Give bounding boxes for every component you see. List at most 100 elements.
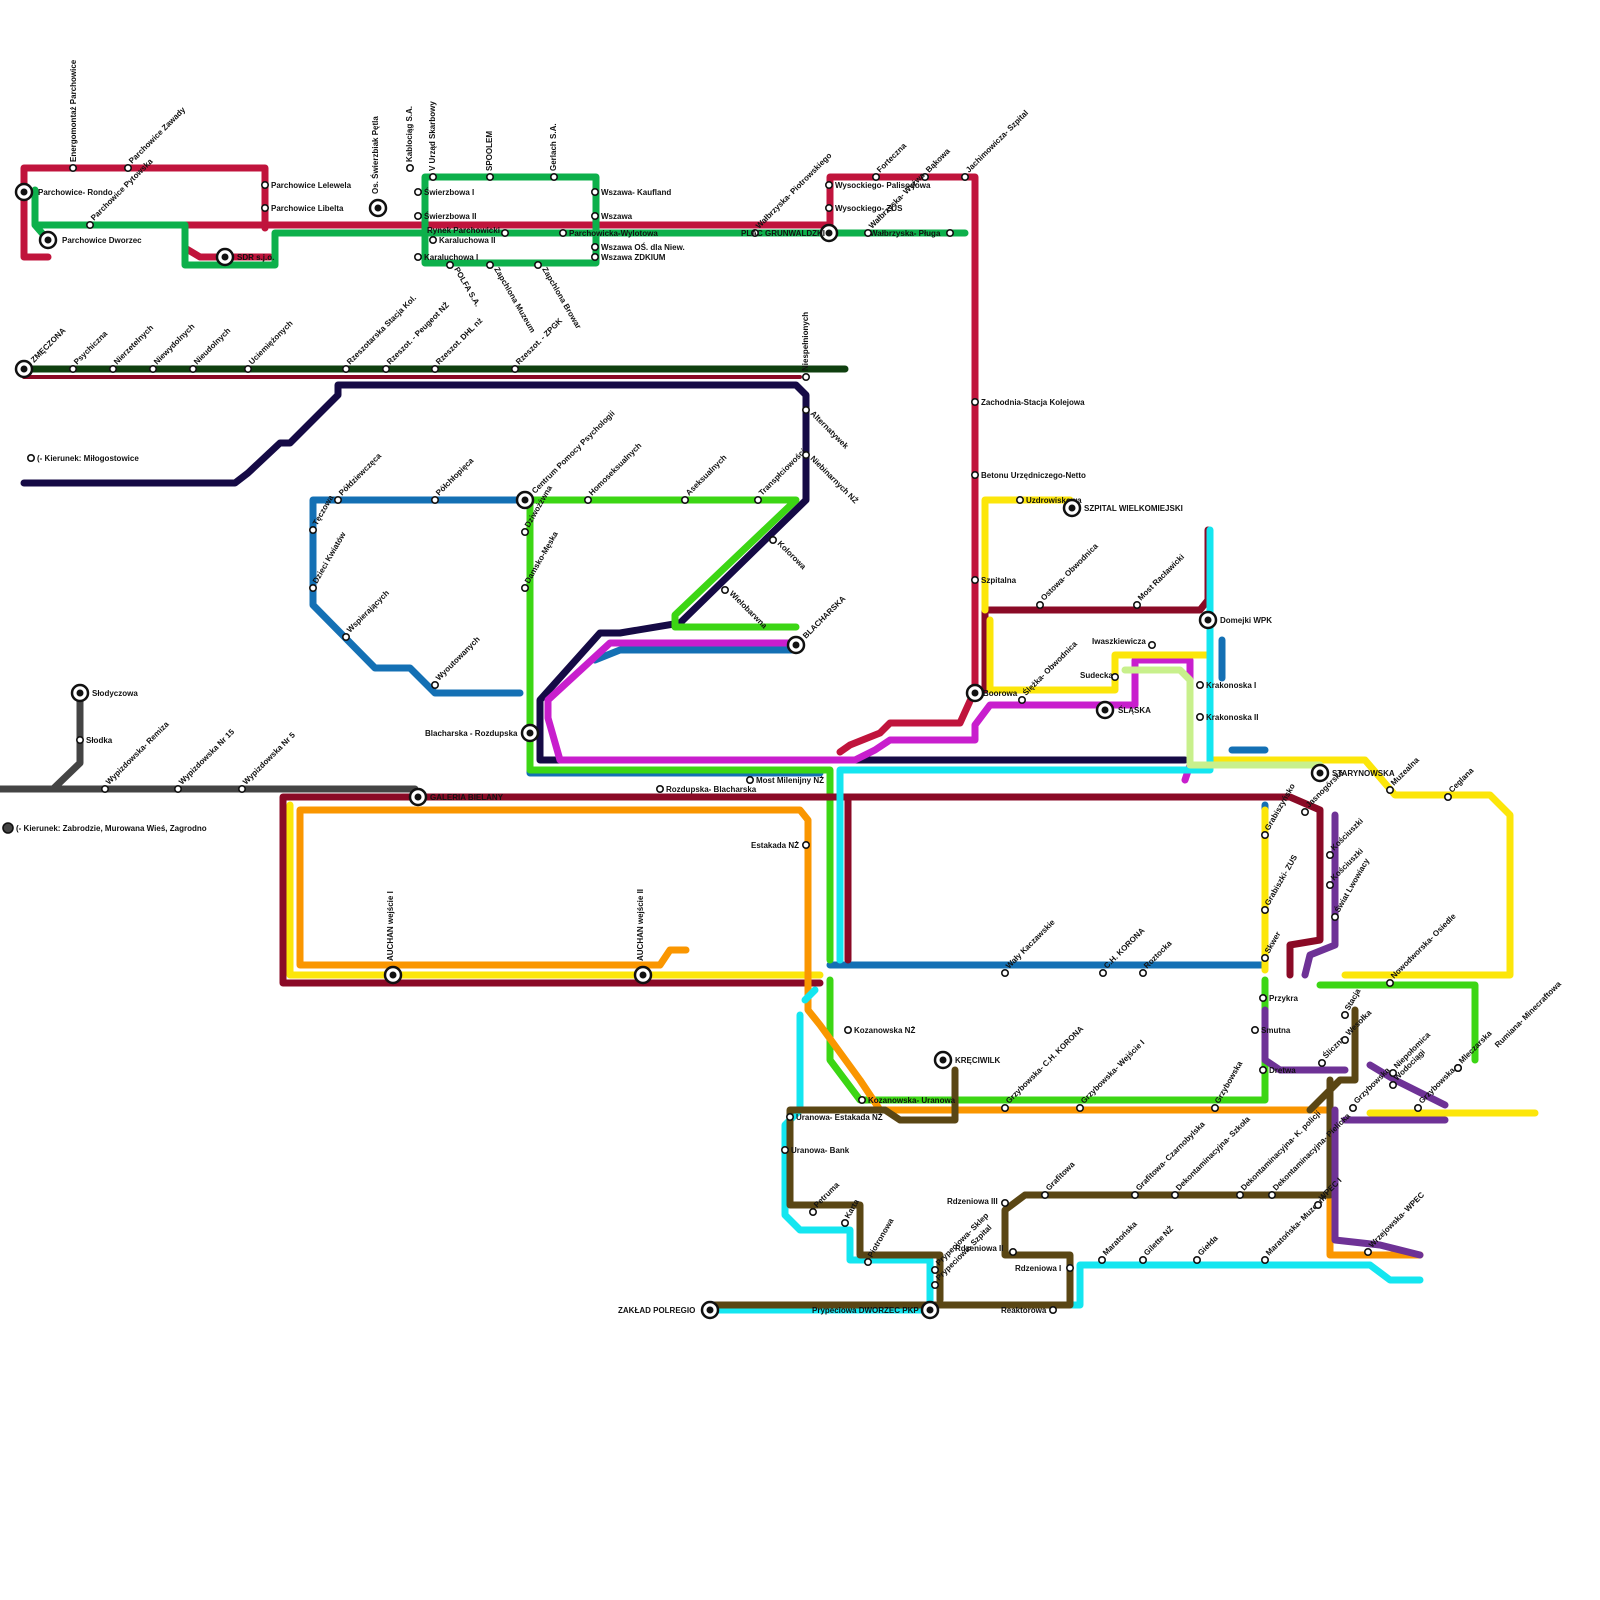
station-label: Wszawa OŚ. dla Niew. (601, 243, 685, 252)
stop-marker (1259, 993, 1268, 1002)
stop-marker (970, 397, 979, 406)
station-label: Nierzetelnych (112, 323, 155, 366)
stop-marker (1111, 672, 1120, 681)
station-label: Słodyczowa (92, 689, 138, 698)
station-label: BLACHARSKA (801, 594, 847, 640)
hub-marker-inner (221, 253, 229, 261)
stop-marker (1326, 880, 1335, 889)
stop-marker (1131, 1191, 1140, 1200)
station-label: V Urząd Skarbowy (428, 101, 437, 171)
station-label: Wesołka (1344, 1008, 1374, 1038)
station-label: Niespełnionych (801, 312, 810, 371)
stop-marker (970, 470, 979, 479)
stop-marker (1331, 912, 1340, 921)
stop-marker (1041, 1191, 1050, 1200)
stop-marker (590, 253, 599, 262)
stop-marker (801, 840, 810, 849)
stop-marker (413, 188, 422, 197)
station-label: Wysockiego- ZUS (835, 204, 903, 213)
stop-marker (1364, 1248, 1373, 1257)
station-label: Parchowice Zawady (127, 105, 188, 166)
station-label: Niebinarnych NŻ (809, 454, 860, 505)
stop-marker (970, 575, 979, 584)
hub-marker-inner (639, 971, 647, 979)
stop-marker (308, 525, 317, 534)
stop-marker (930, 1281, 939, 1290)
station-label: Gerlach S.A. (549, 123, 558, 171)
stop-marker (1236, 1191, 1245, 1200)
station-label: Wałbrzyska- Piotrowskiego (754, 151, 833, 230)
stop-marker (1148, 640, 1157, 649)
stop-marker (149, 364, 158, 373)
station-label: Wszawa- Kaufland (601, 188, 671, 197)
station-label: Wyoutowanych (434, 635, 482, 683)
line-navy (20, 381, 1189, 764)
station-label: SDR s.j.o. (237, 253, 274, 262)
stop-marker (510, 364, 519, 373)
stop-marker (680, 495, 689, 504)
stop-marker (1261, 953, 1270, 962)
station-label: (- Kierunek: Miłogostowice (37, 454, 139, 463)
stop-marker (413, 212, 422, 221)
stop-marker (430, 364, 439, 373)
station-label: Betonu Urzędniczego-Netto (981, 471, 1086, 480)
hub-marker-inner (521, 496, 529, 504)
stop-marker (1389, 1069, 1398, 1078)
station-label: Rzeszotarska Stacja Kol. (345, 293, 418, 366)
station-label: Parchowicka-Wylotowa (569, 229, 658, 238)
station-label: Karaluchowa II (439, 236, 495, 245)
stop-marker (520, 527, 529, 536)
stop-marker (1251, 1026, 1260, 1035)
station-label: Ceglana (1447, 766, 1476, 795)
stop-marker (801, 372, 810, 381)
line-crimson-top (20, 164, 979, 756)
line-gray (0, 689, 419, 793)
stop-marker (1314, 1201, 1323, 1210)
stop-marker (1386, 785, 1395, 794)
stop-marker (430, 680, 439, 689)
hub-marker-inner (44, 236, 52, 244)
stop-marker (1076, 1104, 1085, 1113)
stop-marker (1036, 600, 1045, 609)
hub-marker-inner (1101, 706, 1109, 714)
hub-marker-inner (939, 1056, 947, 1064)
station-label: Wypizdowska- Remiza (104, 719, 171, 786)
stop-marker (558, 229, 567, 238)
station-label: Smutna (1261, 1026, 1291, 1035)
station-label: Reaktorowa (1001, 1306, 1047, 1315)
stop-marker (1318, 1059, 1327, 1068)
hub-marker-inner (1204, 616, 1212, 624)
station-label: Grzybowska- Wejście I (1079, 1038, 1146, 1105)
station-label: Wypizdowska Nr 5 (241, 730, 297, 786)
station-label: Świerzbowa II (424, 212, 476, 221)
stop-marker (308, 583, 317, 592)
station-label: Prypeciowa DWORZEC PKP (812, 1306, 919, 1315)
station-label: Wrzejowska- WPEC (1367, 1190, 1426, 1249)
stop-marker (500, 229, 509, 238)
station-label: Transpłciowości (757, 447, 807, 497)
station-label: Ostowa- Obwodnica (1039, 541, 1100, 602)
station-label: Uzdrowiskowa (1026, 496, 1082, 505)
stop-marker (485, 173, 494, 182)
station-label: Forteczna (875, 141, 908, 174)
station-label: Kolorowa (776, 539, 809, 572)
stop-marker (750, 229, 759, 238)
stop-marker (69, 164, 78, 173)
hub-marker-inner (20, 188, 28, 196)
station-label: Domejki WPK (1220, 616, 1272, 625)
station-label: Sudecka (1080, 671, 1113, 680)
station-label: Giełda (1196, 1233, 1220, 1257)
station-label: Grafitowa (1044, 1160, 1077, 1193)
station-label: Rdzeniowa II (955, 1244, 1003, 1253)
line-cyan (706, 526, 1424, 1314)
stop-marker (520, 583, 529, 592)
stop-marker (26, 453, 35, 462)
station-label: Rdzeniowa I (1015, 1264, 1061, 1273)
stop-marker (655, 784, 664, 793)
station-label: Szpitalna (981, 576, 1017, 585)
station-label: Boorowa (983, 689, 1018, 698)
stop-marker (430, 495, 439, 504)
stop-marker (863, 1258, 872, 1267)
station-label: Jachimowicza- Szpital (964, 108, 1030, 174)
